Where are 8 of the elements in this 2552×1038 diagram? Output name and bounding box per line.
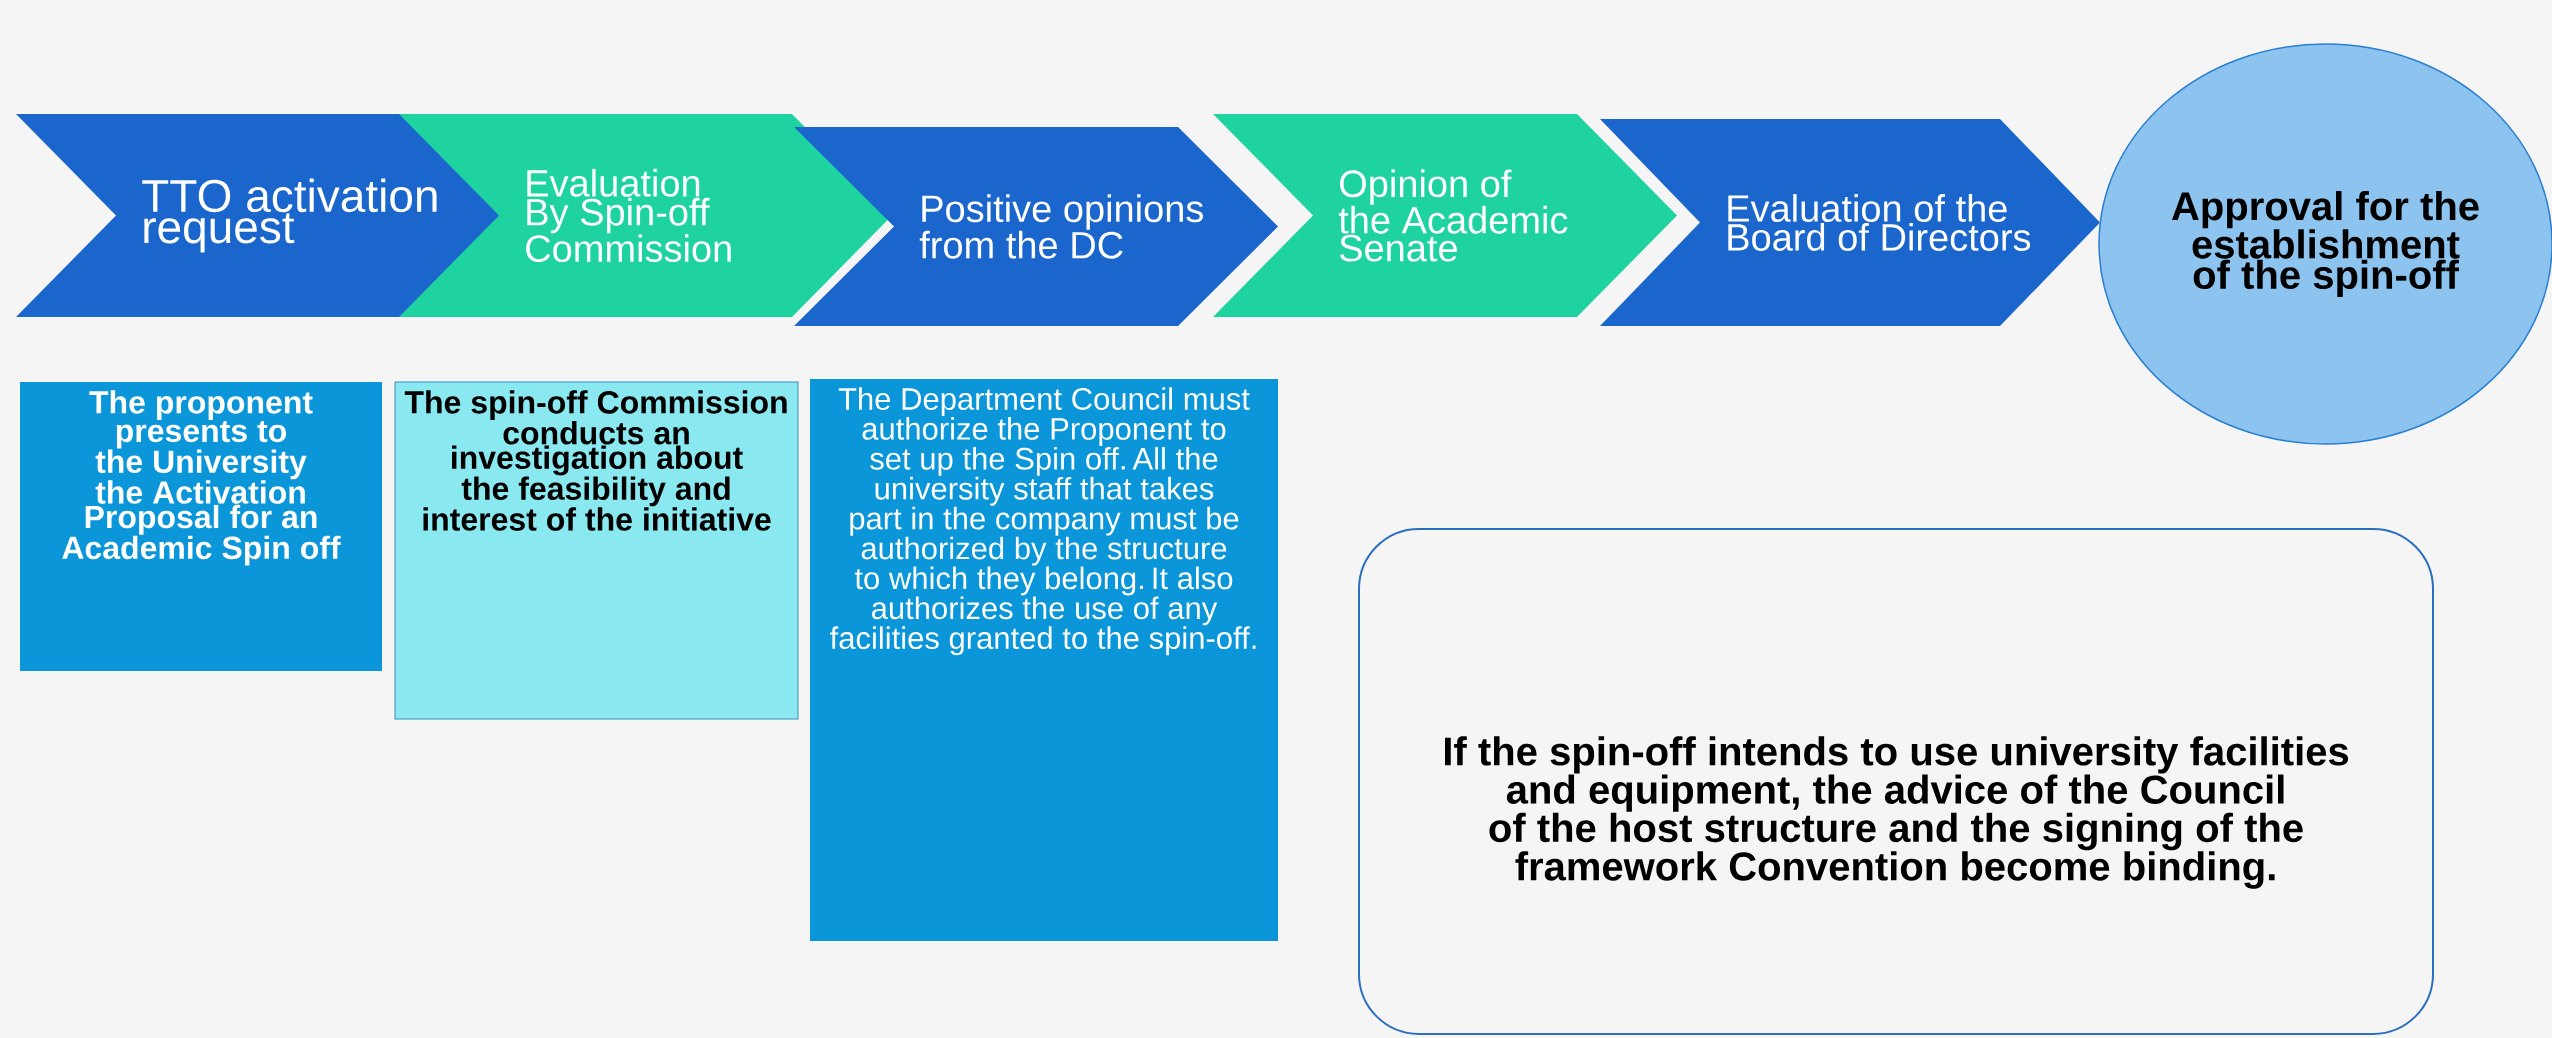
process-step: Evaluation of the Board of Directors [1600, 119, 2100, 326]
text-box: The Department Council must authorize the Proponent to set up the Spin off. All the university staff that takes part in the company must be authorized by the structure to which they belong. It also authorizes the use of any facilities granted to the spin-off. [810, 379, 1278, 941]
text-box: The spin-off Commission conducts an investigation about the feasibility and interest of the initiative [394, 381, 799, 720]
process-step: Opinion of the Academic Senate [1213, 114, 1677, 317]
process-step: Positive opinions from the DC [794, 127, 1278, 326]
process-step: TTO activation request [16, 114, 505, 317]
note-box: If the spin-off intends to use university facilities and equipment, the advice of the Council of the host structure and the signing of the framework Convention become binding. [1358, 528, 2434, 1035]
text-box: The proponent presents to the University the Activation Proposal for an Academic Spin off [20, 382, 382, 671]
